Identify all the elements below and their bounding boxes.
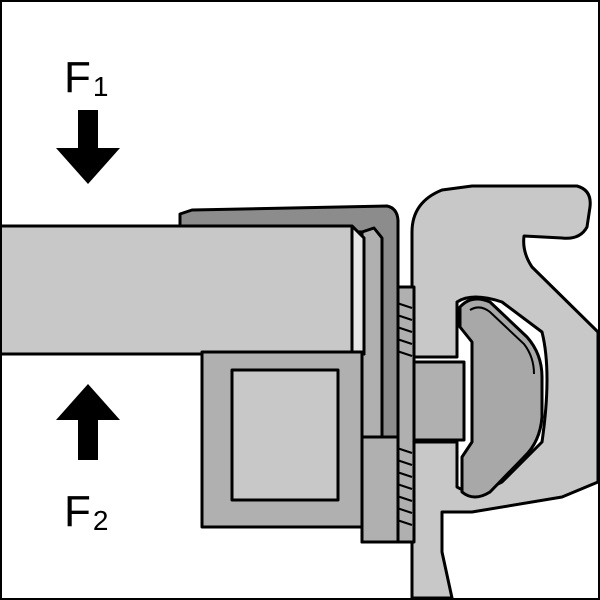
t-bolt-head-highlight [469, 306, 535, 375]
t-bolt-head [458, 297, 544, 499]
force-arrow-down [56, 110, 120, 184]
clamped-panel-edge [350, 224, 366, 356]
force-arrow-up [56, 384, 120, 460]
force-label-bottom: F2 [64, 487, 108, 536]
clamp-block-window [230, 368, 340, 502]
force-label-top: F1 [64, 53, 108, 102]
clamped-panel [2, 224, 366, 356]
clamp-bracket-lower [360, 435, 400, 544]
force-label-bottom-sub: 2 [93, 505, 109, 536]
washer-serration [393, 301, 413, 526]
force-label-top-sub: 1 [93, 71, 109, 102]
